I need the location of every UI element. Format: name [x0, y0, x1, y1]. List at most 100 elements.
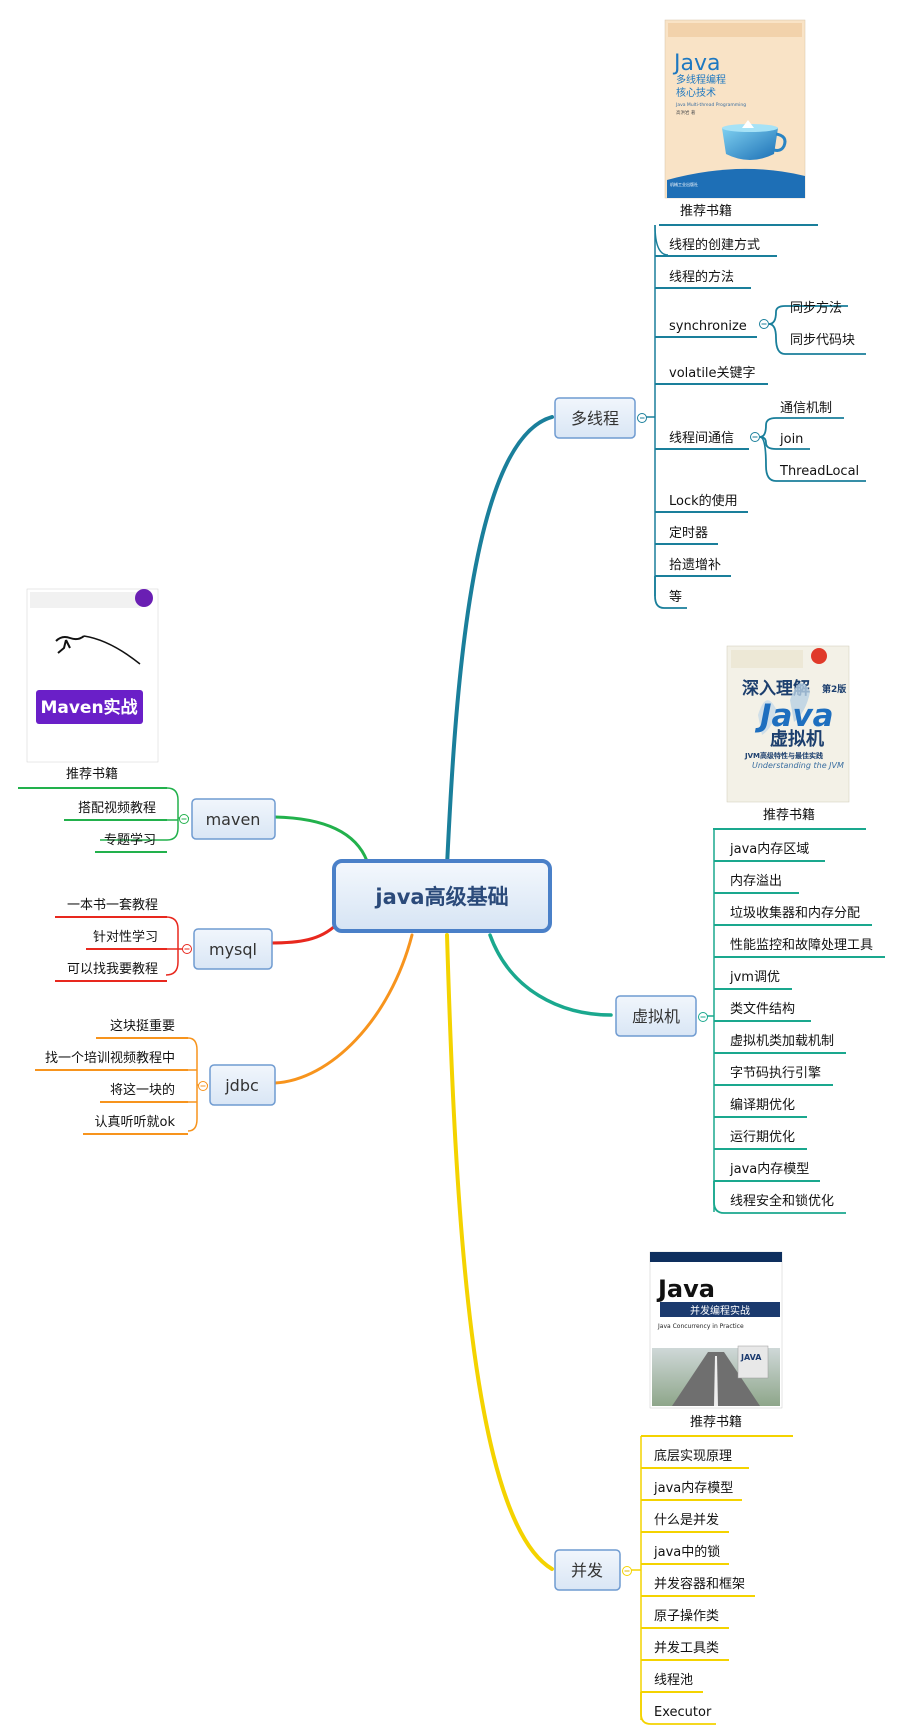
- leaf-item[interactable]: java内存模型: [653, 1480, 733, 1496]
- topic-jvm[interactable]: 虚拟机: [615, 995, 697, 1037]
- recommended-books-label: 推荐书籍: [680, 203, 732, 219]
- leaf-item[interactable]: 并发容器和框架: [654, 1576, 745, 1592]
- book-cover-jvm: 深入理解 第2版 Java 虚拟机 JVM高级特性与最佳实践 Understan…: [726, 645, 850, 803]
- leaf-item[interactable]: 线程池: [654, 1673, 693, 1688]
- leaf-item[interactable]: 原子操作类: [654, 1608, 719, 1624]
- leaf-item[interactable]: java内存模型: [729, 1161, 809, 1177]
- branch-maven: Maven实战 推荐书籍 maven 搭配视频教程 专题学习: [18, 588, 276, 853]
- leaf-item[interactable]: 什么是并发: [654, 1512, 719, 1528]
- connector-concurrency: [445, 933, 554, 1571]
- book-subtitle: JVM高级特性与最佳实践: [744, 751, 823, 760]
- jvm-items: java内存区域 内存溢出 垃圾收集器和内存分配 性能监控和故障处理工具 jvm…: [713, 841, 885, 1214]
- book-title: Java: [672, 51, 720, 76]
- book-english-title: Understanding the JVM: [752, 761, 844, 770]
- connector-multithread: [445, 415, 554, 868]
- leaf-item[interactable]: 虚拟机类加载机制: [730, 1034, 834, 1049]
- leaf-item[interactable]: 通信机制: [780, 401, 832, 416]
- topic-mysql[interactable]: mysql: [193, 928, 273, 970]
- book-title: Java: [656, 1275, 715, 1303]
- leaf-item[interactable]: 垃圾收集器和内存分配: [730, 905, 860, 921]
- recommended-books-label: 推荐书籍: [66, 766, 118, 782]
- leaf-item[interactable]: 线程的方法: [669, 269, 734, 285]
- leaf-item[interactable]: 同步代码块: [790, 333, 855, 348]
- leaf-item[interactable]: 线程安全和锁优化: [730, 1193, 834, 1209]
- leaf-item[interactable]: 找一个培训视频教程中: [45, 1050, 175, 1066]
- central-topic-label: java高级基础: [374, 885, 508, 909]
- book-inset-title: JAVA: [740, 1353, 762, 1362]
- leaf-item[interactable]: Executor: [654, 1705, 712, 1720]
- book-english-title: Java Multi-thread Programming: [675, 102, 746, 108]
- branch-multithread: Java 多线程编程 核心技术 Java Multi-thread Progra…: [554, 19, 866, 609]
- leaf-item[interactable]: Lock的使用: [669, 493, 738, 509]
- leaf-item[interactable]: 认真听听就ok: [95, 1115, 176, 1130]
- leaf-item[interactable]: join: [779, 432, 803, 447]
- topic-concurrency[interactable]: 并发: [554, 1549, 621, 1591]
- leaf-item[interactable]: 等: [669, 589, 682, 605]
- leaf-item[interactable]: 一本书一套教程: [67, 897, 158, 913]
- leaf-item[interactable]: 拾遗增补: [669, 558, 721, 573]
- leaf-item[interactable]: 搭配视频教程: [78, 800, 156, 816]
- leaf-item[interactable]: 定时器: [669, 526, 708, 541]
- leaf-item[interactable]: java内存区域: [729, 841, 809, 857]
- book-cover-maven: Maven实战: [26, 588, 159, 763]
- topic-maven[interactable]: maven: [191, 798, 276, 840]
- leaf-item[interactable]: 针对性学习: [93, 929, 158, 945]
- leaf-item[interactable]: 将这一块的: [110, 1082, 175, 1098]
- book-title: Java: [754, 698, 834, 734]
- leaf-item[interactable]: jvm调优: [729, 970, 780, 985]
- book-title: Maven实战: [40, 697, 137, 718]
- leaf-item[interactable]: 类文件结构: [730, 1002, 795, 1017]
- main-connectors: [268, 415, 613, 1571]
- book-cover-concurrency: Java 并发编程实战 Java Concurrency in Practice…: [649, 1251, 783, 1409]
- leaf-item[interactable]: java中的锁: [653, 1544, 720, 1560]
- leaf-item[interactable]: ThreadLocal: [779, 464, 859, 479]
- book-english-title: Java Concurrency in Practice: [657, 1323, 744, 1330]
- branch-concurrency: Java 并发编程实战 Java Concurrency in Practice…: [554, 1251, 793, 1725]
- recommended-books-label: 推荐书籍: [690, 1414, 742, 1430]
- topic-multithread-label: 多线程: [571, 409, 619, 428]
- topic-maven-label: maven: [206, 810, 261, 829]
- connector-maven: [273, 815, 369, 863]
- leaf-item[interactable]: 运行期优化: [730, 1130, 795, 1145]
- topic-jdbc-label: jdbc: [224, 1076, 259, 1095]
- recommended-books-label: 推荐书籍: [763, 807, 815, 823]
- leaf-item[interactable]: 性能监控和故障处理工具: [730, 938, 873, 953]
- book-title: 虚拟机: [770, 728, 824, 750]
- leaf-item[interactable]: 可以找我要教程: [67, 961, 158, 977]
- book-publisher: 机械工业出版社: [670, 181, 698, 187]
- maven-items: 搭配视频教程 专题学习: [64, 800, 167, 853]
- leaf-item[interactable]: 并发工具类: [654, 1640, 719, 1656]
- book-subtitle: 多线程编程: [676, 73, 726, 86]
- topic-concurrency-label: 并发: [571, 1561, 603, 1580]
- branch-jdbc: jdbc 这块挺重要 找一个培训视频教程中 将这一块的 认真听听就ok: [35, 1018, 276, 1135]
- leaf-item[interactable]: volatile关键字: [669, 366, 756, 381]
- book-cover-multithread: Java 多线程编程 核心技术 Java Multi-thread Progra…: [664, 19, 806, 199]
- leaf-item[interactable]: 字节码执行引擎: [730, 1066, 821, 1081]
- leaf-item[interactable]: 内存溢出: [730, 873, 782, 889]
- leaf-item[interactable]: 专题学习: [104, 832, 156, 848]
- concurrency-items: 底层实现原理 java内存模型 什么是并发 java中的锁 并发容器和框架 原子…: [640, 1448, 755, 1725]
- book-author: 高洪岩 著: [676, 109, 696, 116]
- multithread-items: 线程的创建方式 线程的方法 synchronize 同步方法 同步代码块 vol…: [654, 224, 866, 609]
- topic-jvm-label: 虚拟机: [632, 1007, 680, 1026]
- leaf-item[interactable]: 这块挺重要: [110, 1018, 175, 1034]
- leaf-item[interactable]: 底层实现原理: [654, 1448, 732, 1464]
- book-subtitle: 并发编程实战: [690, 1304, 750, 1317]
- leaf-item[interactable]: 编译期优化: [730, 1098, 795, 1113]
- topic-mysql-label: mysql: [209, 940, 257, 959]
- leaf-item[interactable]: 线程间通信: [669, 431, 734, 446]
- leaf-item[interactable]: synchronize: [669, 319, 747, 334]
- connector-mysql: [268, 923, 338, 945]
- book-subtitle: 核心技术: [676, 86, 716, 99]
- leaf-item[interactable]: 线程的创建方式: [669, 237, 760, 253]
- book-edition: 第2版: [822, 683, 846, 695]
- jdbc-items: 这块挺重要 找一个培训视频教程中 将这一块的 认真听听就ok: [35, 1018, 188, 1135]
- connector-jdbc: [273, 933, 414, 1085]
- topic-multithread[interactable]: 多线程: [554, 397, 636, 439]
- connector-jvm: [488, 933, 613, 1017]
- branch-jvm: 深入理解 第2版 Java 虚拟机 JVM高级特性与最佳实践 Understan…: [615, 645, 885, 1214]
- central-topic[interactable]: java高级基础: [332, 859, 552, 933]
- topic-jdbc[interactable]: jdbc: [209, 1064, 276, 1106]
- leaf-item[interactable]: 同步方法: [790, 300, 842, 316]
